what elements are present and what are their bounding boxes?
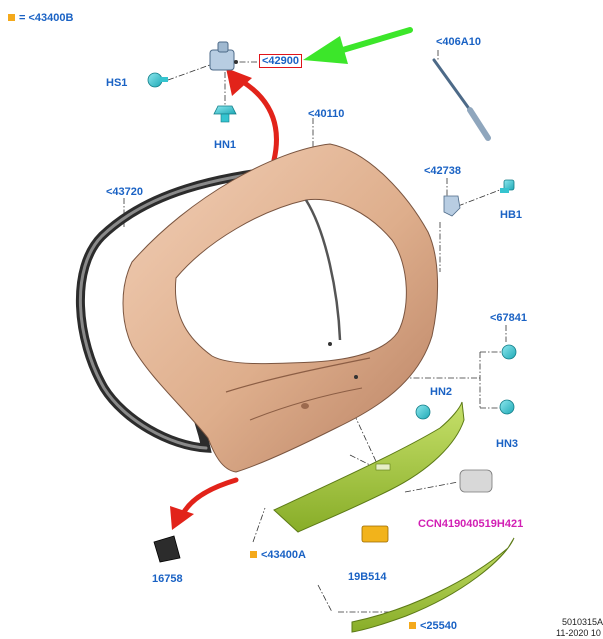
connector-19b514 [361,525,389,543]
legend-text: = <43400B [19,12,74,24]
callout-hb1: HB1 [500,209,523,221]
callout-hn1: HN1 [214,139,237,151]
callout-43400a[interactable]: <43400A [250,549,306,561]
applique-trim [273,401,465,533]
stop-16758 [153,535,181,563]
latch-actuator [209,41,238,71]
green-arrow-icon [303,27,413,64]
callout-43720[interactable]: <43720 [106,186,144,198]
fastener-hb1 [500,179,515,193]
fastener-hn2 [415,404,431,420]
callout-42900[interactable]: <42900 [259,54,303,68]
fastener-hs1 [147,72,168,88]
callout-406a10[interactable]: <406A10 [436,36,481,48]
callout-42738[interactable]: <42738 [424,165,462,177]
footer-date: 11-2020 10 [556,628,601,638]
callout-43400a-text: <43400A [261,549,306,561]
callout-hn2: HN2 [430,386,453,398]
callout-42900-text: <42900 [259,54,303,68]
footer-ref: 5010315A [562,617,603,627]
fastener-67841 [501,344,517,360]
legend: = <43400B [8,12,73,24]
callout-ccn: CCN419040519H421 [418,518,524,530]
callout-16758: 16758 [152,573,183,585]
fastener-hn1 [213,105,237,123]
curved-red-arrow-icon [226,68,279,163]
callout-19b514: 19B514 [348,571,387,583]
orange-square-icon [409,622,416,629]
striker [443,195,461,217]
callout-hs1: HS1 [106,77,128,89]
callout-40110[interactable]: <40110 [308,108,345,120]
orange-square-icon [250,551,257,558]
lower-moulding [351,537,515,633]
gas-strut [432,58,491,141]
callout-67841[interactable]: <67841 [490,312,528,324]
callout-hn3: HN3 [496,438,519,450]
lamp-housing [459,469,493,493]
orange-square-icon [8,14,15,21]
callout-25540[interactable]: <25540 [409,620,457,632]
curved-red-arrow-icon [170,477,239,530]
liftgate-panel [122,143,439,473]
fastener-hn3 [499,399,515,415]
callout-25540-text: <25540 [420,620,458,632]
